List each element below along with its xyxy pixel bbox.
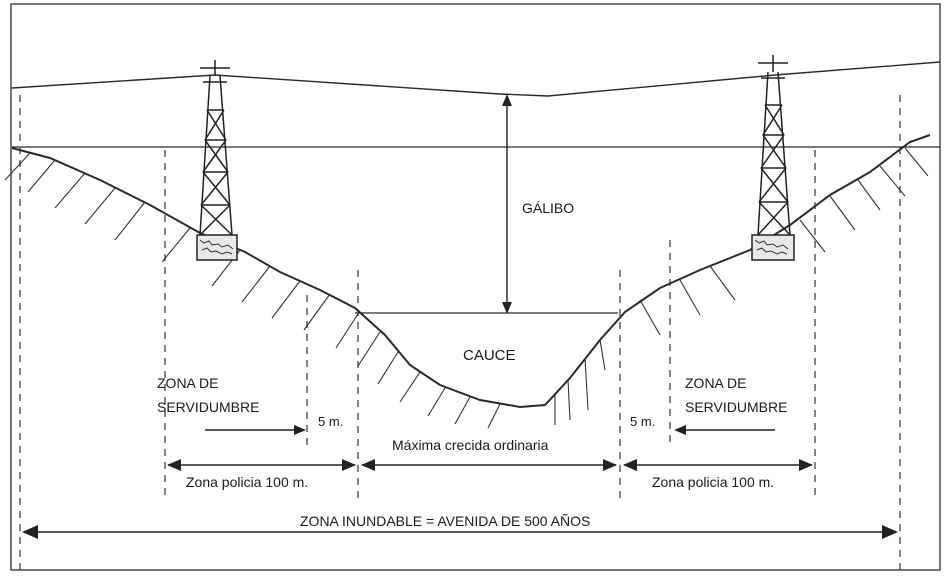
transmission-tower-left xyxy=(196,60,238,261)
zone-boundary-lines xyxy=(19,95,901,570)
frame xyxy=(10,3,941,571)
zona-servidumbre-right-line1: ZONA DE xyxy=(685,375,746,391)
zona-policia-arrow-left xyxy=(167,459,356,471)
galibo-label: GÁLIBO xyxy=(522,200,574,216)
five-m-arrow-left xyxy=(205,425,306,435)
power-line xyxy=(11,61,941,97)
galibo-arrow xyxy=(502,94,512,314)
five-m-arrow-right xyxy=(674,425,775,435)
five-m-left-label: 5 m. xyxy=(318,414,343,429)
maxima-crecida-arrow xyxy=(361,459,617,471)
zona-servidumbre-left-line1: ZONA DE xyxy=(157,375,218,391)
zona-policia-left-label: Zona policia 100 m. xyxy=(186,474,308,490)
five-m-right-label: 5 m. xyxy=(630,414,655,429)
terrain-hatching-right xyxy=(554,147,929,425)
terrain-profile xyxy=(11,134,931,409)
terrain-hatching-left xyxy=(4,152,501,429)
zona-policia-arrow-right xyxy=(623,459,813,471)
zona-inundable-arrow xyxy=(22,525,898,539)
zona-servidumbre-right-line2: SERVIDUMBRE xyxy=(685,399,787,415)
zona-policia-right-label: Zona policia 100 m. xyxy=(652,474,774,490)
zona-servidumbre-left-line2: SERVIDUMBRE xyxy=(157,399,259,415)
cauce-label: CAUCE xyxy=(463,347,516,364)
transmission-tower-right xyxy=(751,55,795,261)
zona-inundable-label: ZONA INUNDABLE = AVENIDA DE 500 AÑOS xyxy=(300,513,590,529)
maxima-crecida-label: Máxima crecida ordinaria xyxy=(392,437,549,453)
